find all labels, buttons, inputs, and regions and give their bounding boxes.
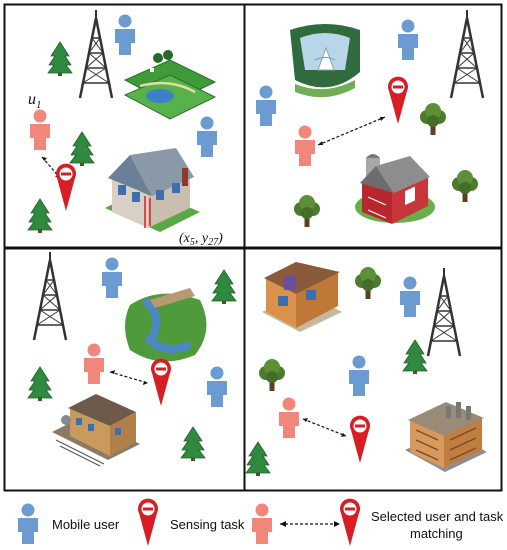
cell-tower-icon xyxy=(449,8,485,100)
sensing-task-marker-icon xyxy=(388,76,408,124)
park-landmark-icon xyxy=(123,50,217,120)
mobile-user-icon xyxy=(207,366,227,407)
cell-tower-icon xyxy=(32,250,68,342)
panel2-content xyxy=(256,8,485,227)
pine-tree-icon xyxy=(180,426,206,462)
panel-bottom-right xyxy=(243,247,503,492)
coordinate-label: (x5, y27) xyxy=(179,231,223,248)
oak-tree-icon xyxy=(420,103,446,135)
house-landmark-icon xyxy=(105,148,200,232)
station-landmark-icon xyxy=(52,394,140,467)
legend-matching-label-line1: Selected user and task xyxy=(371,509,504,524)
matching-arrow xyxy=(317,116,386,146)
pine-tree-icon xyxy=(27,198,53,234)
barn-landmark-icon xyxy=(355,154,435,224)
legend-matching-label-line2: matching xyxy=(410,526,463,541)
matching-arrow xyxy=(109,371,149,384)
legend-mobile-user-icon xyxy=(18,503,38,544)
legend-selected-user-icon xyxy=(252,503,272,544)
matching-arrow xyxy=(302,418,347,437)
legend: Mobile user Sensing task Selected user a… xyxy=(18,498,504,546)
panel1-content: u1 (x5, y27) xyxy=(27,8,223,248)
sensing-task-marker-icon xyxy=(350,415,370,463)
selected-user-icon xyxy=(84,343,104,384)
mobile-user-icon xyxy=(398,19,418,60)
oak-tree-icon xyxy=(259,359,285,391)
sensing-task-marker-icon xyxy=(151,358,171,406)
mountain-lake-landmark-icon xyxy=(290,24,360,98)
factory-landmark-icon xyxy=(405,402,487,472)
mobile-user-icon xyxy=(349,355,369,396)
selected-user-u1-icon xyxy=(30,109,50,150)
pine-tree-icon xyxy=(69,131,95,167)
cell-tower-icon xyxy=(426,266,462,358)
panel4-content xyxy=(245,262,487,477)
mobile-user-icon xyxy=(115,14,135,55)
pine-tree-icon xyxy=(245,441,271,477)
pine-tree-icon xyxy=(211,269,237,305)
user-u1-label: u1 xyxy=(28,91,42,111)
legend-task-icon xyxy=(340,498,360,546)
river-landmark-icon xyxy=(125,288,207,362)
pine-tree-icon xyxy=(402,339,428,375)
school-landmark-icon xyxy=(262,262,342,332)
oak-tree-icon xyxy=(452,170,478,202)
legend-sensing-task-icon xyxy=(138,498,158,546)
pine-tree-icon xyxy=(47,41,73,77)
oak-tree-icon xyxy=(294,195,320,227)
sensing-task-marker-icon xyxy=(56,163,76,211)
legend-mobile-user-label: Mobile user xyxy=(52,517,120,532)
mobile-user-icon xyxy=(256,85,276,126)
selected-user-icon xyxy=(295,125,315,166)
legend-sensing-task-label: Sensing task xyxy=(170,517,245,532)
pine-tree-icon xyxy=(27,366,53,402)
cell-tower-icon xyxy=(78,8,114,100)
selected-user-icon xyxy=(279,397,299,438)
mobile-user-icon xyxy=(197,116,217,157)
mobile-user-icon xyxy=(400,276,420,317)
mobile-user-icon xyxy=(102,257,122,298)
oak-tree-icon xyxy=(355,267,381,299)
panel3-content xyxy=(27,250,237,467)
